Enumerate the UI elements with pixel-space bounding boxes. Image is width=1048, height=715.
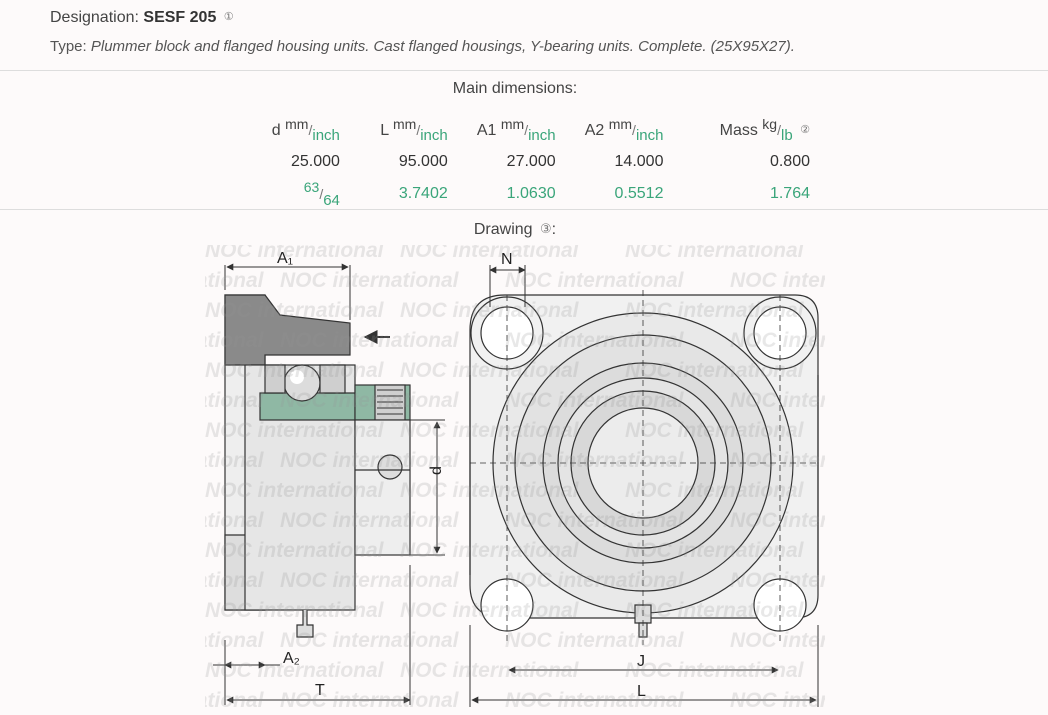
label-a2: A₂	[283, 650, 300, 667]
l-mm-value: 95.000	[398, 153, 448, 170]
label-a1: A₁	[277, 250, 293, 267]
front-view	[469, 265, 819, 707]
mass-info-icon[interactable]: ②	[800, 124, 810, 136]
label-d: d	[428, 466, 445, 475]
a2-mm-value: 14.000	[614, 153, 664, 170]
shaft-bore	[354, 419, 411, 556]
label-n: N	[501, 251, 513, 268]
designation-label: Designation:	[50, 9, 139, 26]
type-label: Type:	[50, 38, 87, 55]
housing-flange-section	[224, 294, 351, 366]
designation-info-icon[interactable]: ①	[223, 11, 234, 23]
front-labels: N J L	[501, 251, 646, 700]
col-l-header: L mm/inch	[380, 116, 448, 144]
label-t: T	[315, 682, 325, 699]
bolt-hole-top-left	[480, 306, 534, 360]
drawing-title: Drawing ③:	[473, 221, 557, 238]
col-d-header: d mm/inch	[271, 116, 340, 144]
d-inch-value: 63/64	[303, 179, 340, 209]
l-inch-value: 3.7402	[398, 185, 448, 202]
col-a2-header: A2 mm/inch	[584, 116, 664, 144]
section-labels: A₁ A₂ T d	[277, 250, 445, 699]
section-view	[213, 263, 445, 705]
mass-lb-value: 1.764	[769, 185, 810, 202]
bolt-hole-top-right	[753, 306, 807, 360]
d-mm-value: 25.000	[290, 153, 340, 170]
mass-kg-value: 0.800	[769, 153, 810, 170]
bearing-drawing: A₁ A₂ T d	[205, 245, 825, 710]
drawing-svg: A₁ A₂ T d	[213, 250, 819, 707]
divider-middle	[0, 209, 1048, 210]
col-mass-header: Mass kg/lb ②	[719, 116, 810, 144]
grease-nipple-section	[296, 610, 314, 638]
label-j: J	[637, 653, 645, 670]
bearing-ball	[283, 364, 321, 402]
a1-inch-value: 1.0630	[506, 185, 556, 202]
a2-inch-value: 0.5512	[614, 185, 664, 202]
type-line: Type: Plummer block and flanged housing …	[50, 38, 795, 55]
label-l: L	[637, 683, 646, 700]
designation-value: SESF 205	[143, 9, 217, 26]
main-dimensions-title: Main dimensions:	[452, 80, 578, 97]
divider-top	[0, 70, 1048, 71]
main-dimensions-table: d mm/inch L mm/inch A1 mm/inch A2 mm/inc…	[230, 110, 810, 210]
type-value: Plummer block and flanged housing units.…	[90, 38, 795, 55]
col-a1-header: A1 mm/inch	[476, 116, 556, 144]
drawing-info-icon[interactable]: ③	[540, 221, 552, 236]
a1-mm-value: 27.000	[506, 153, 556, 170]
designation: Designation: SESF 205 ①	[50, 9, 234, 27]
